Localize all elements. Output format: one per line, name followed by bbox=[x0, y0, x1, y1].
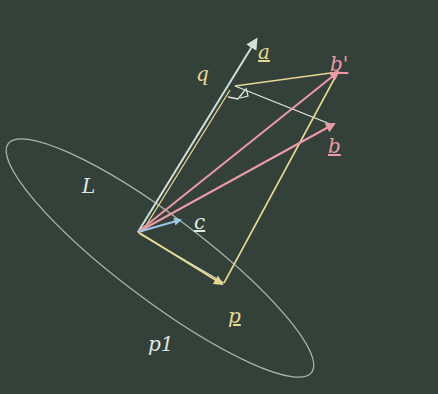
plane-ellipse bbox=[0, 110, 337, 394]
vector-b-prime bbox=[138, 72, 338, 232]
right-angle-mark bbox=[240, 88, 248, 98]
vector-c bbox=[138, 220, 180, 232]
construction-line bbox=[142, 90, 230, 232]
vector-label: a bbox=[258, 42, 270, 62]
vector-label: b' bbox=[330, 54, 348, 74]
vector-label: b bbox=[328, 136, 341, 156]
construction-line bbox=[224, 72, 338, 283]
plane-label: p1 bbox=[148, 334, 174, 354]
vector-a bbox=[138, 40, 256, 232]
vector-label: c bbox=[194, 212, 205, 232]
point-label: q bbox=[196, 64, 209, 84]
vector-b bbox=[138, 124, 334, 232]
plane-label: L bbox=[82, 176, 95, 196]
construction-line bbox=[235, 86, 330, 124]
vector-p bbox=[138, 232, 222, 284]
vector-label: p bbox=[228, 306, 241, 326]
